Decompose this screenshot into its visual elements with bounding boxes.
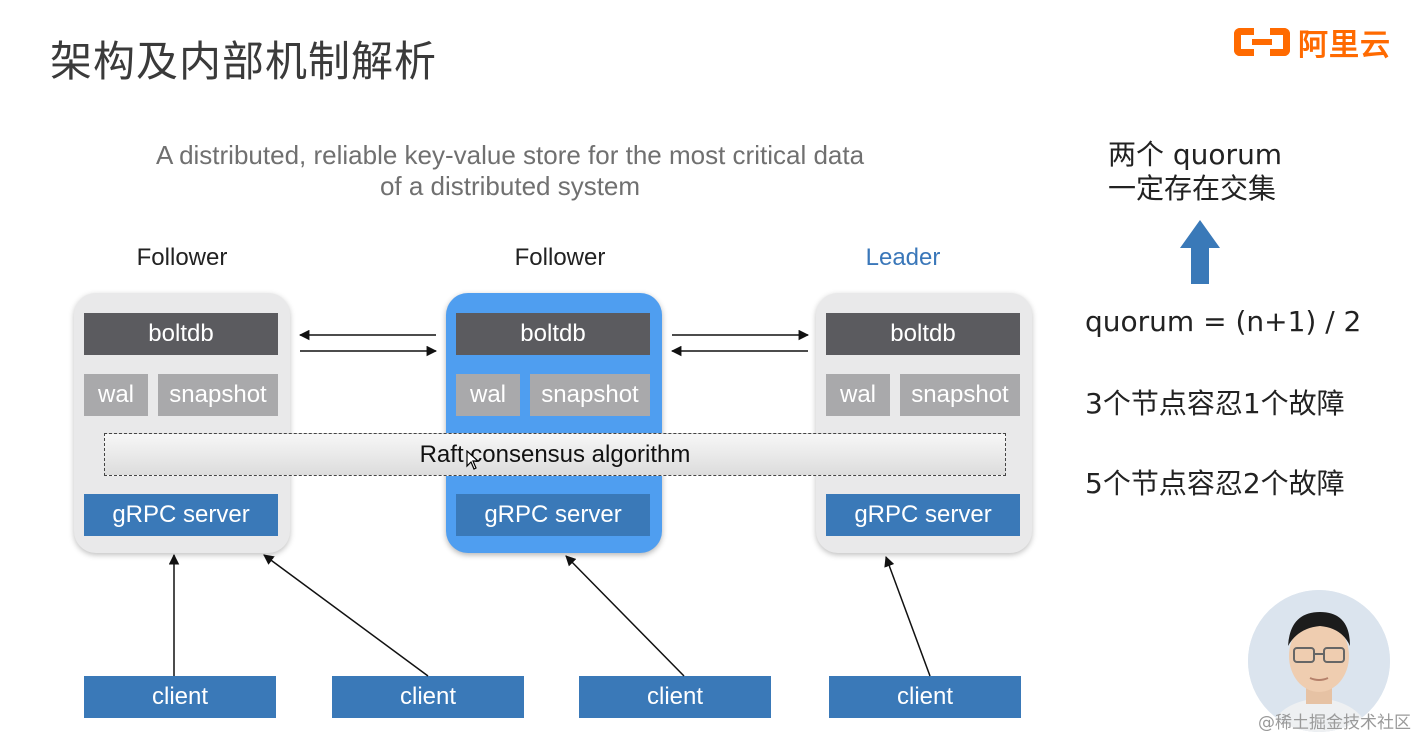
- presenter-face-icon: [1248, 590, 1390, 732]
- snapshot-block: snapshot: [158, 374, 278, 416]
- snapshot-block: snapshot: [530, 374, 650, 416]
- wal-block: wal: [456, 374, 520, 416]
- grpc-server-block: gRPC server: [84, 494, 278, 536]
- up-arrow-icon: [1180, 220, 1220, 284]
- fault-tolerance-3: 3个节点容忍1个故障: [1085, 387, 1345, 420]
- node-2-role-label: Follower: [514, 244, 606, 271]
- quorum-note-line-2: 一定存在交集: [1108, 172, 1277, 205]
- client-4: client: [829, 676, 1021, 718]
- boltdb-block: boltdb: [456, 313, 650, 355]
- subtitle-line-2: of a distributed system: [379, 171, 641, 201]
- aliyun-logo: 阿里云: [1232, 20, 1391, 64]
- node-3-role-label: Leader: [865, 244, 941, 271]
- page-title: 架构及内部机制解析: [50, 37, 438, 86]
- raft-consensus-bar: Raft consensus algorithm: [104, 433, 1006, 476]
- grpc-server-block: gRPC server: [826, 494, 1020, 536]
- logo-text: 阿里云: [1298, 28, 1391, 63]
- quorum-formula: quorum = (n+1) / 2: [1085, 305, 1362, 338]
- boltdb-block: boltdb: [84, 313, 278, 355]
- fault-tolerance-5: 5个节点容忍2个故障: [1085, 467, 1345, 500]
- client-3: client: [579, 676, 771, 718]
- arrow-client4-to-node3: [884, 556, 931, 677]
- subtitle-line-1: A distributed, reliable key-value store …: [155, 140, 865, 170]
- wal-block: wal: [826, 374, 890, 416]
- grpc-server-block: gRPC server: [456, 494, 650, 536]
- watermark: @稀土掘金技术社区: [1258, 713, 1411, 733]
- boltdb-block: boltdb: [826, 313, 1020, 355]
- arrow-client3-to-node2: [565, 555, 685, 677]
- presenter-video-avatar: [1248, 590, 1390, 732]
- quorum-note-line-1: 两个 quorum: [1108, 138, 1283, 171]
- client-1: client: [84, 676, 276, 718]
- node-follower-2: boltdb wal snapshot gRPC server: [446, 293, 662, 553]
- node-follower-1: boltdb wal snapshot gRPC server: [74, 293, 290, 553]
- mouse-cursor-icon: [466, 450, 480, 470]
- aliyun-logo-icon: [1232, 24, 1292, 60]
- subtitle: A distributed, reliable key-value store …: [60, 140, 960, 202]
- node-leader: boltdb wal snapshot gRPC server: [816, 293, 1032, 553]
- wal-block: wal: [84, 374, 148, 416]
- client-2: client: [332, 676, 524, 718]
- arrow-client2-to-node1: [263, 554, 429, 677]
- snapshot-block: snapshot: [900, 374, 1020, 416]
- quorum-note: 两个 quorum 一定存在交集: [1108, 138, 1282, 206]
- node-1-role-label: Follower: [136, 244, 228, 271]
